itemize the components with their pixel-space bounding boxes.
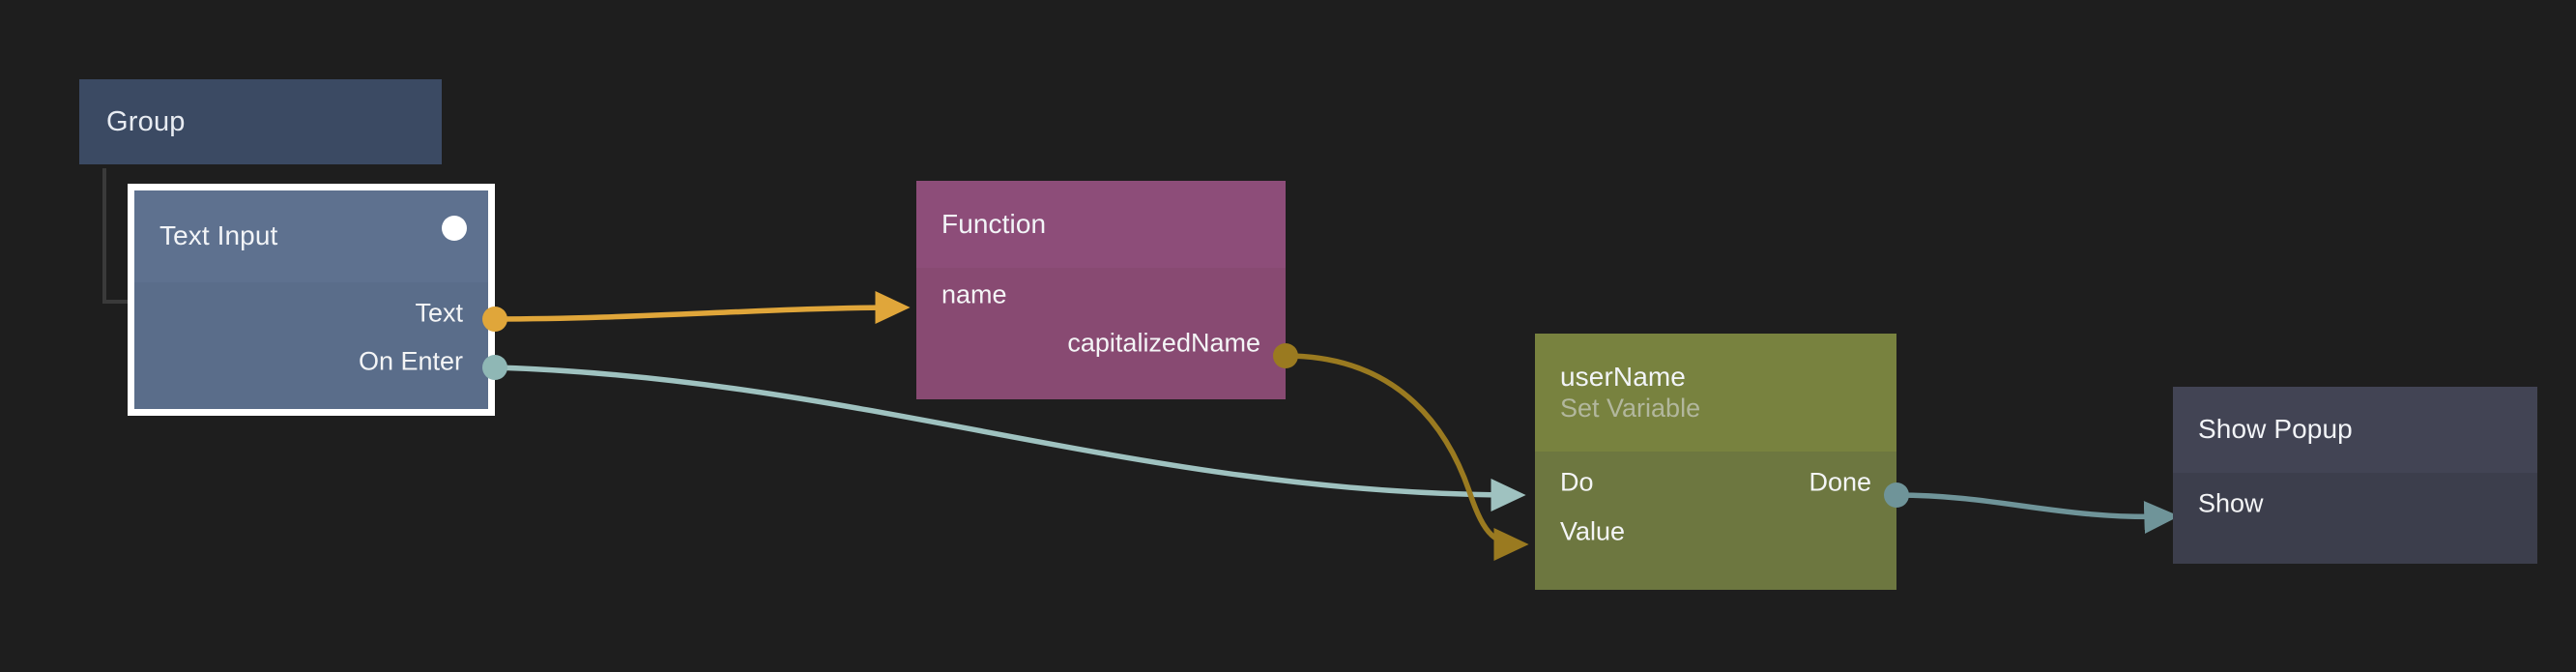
port-dot-done-out[interactable]	[1884, 482, 1909, 508]
node-text-input-header[interactable]: Text Input	[134, 190, 488, 282]
port-label-done: Done	[1809, 467, 1871, 496]
node-set-variable[interactable]: userName Set Variable Do Done Value	[1535, 334, 1896, 590]
node-function-header[interactable]: Function	[916, 181, 1286, 268]
port-label-do: Do	[1560, 467, 1594, 496]
node-set-variable-body: Do Done Value	[1535, 452, 1896, 590]
node-function[interactable]: Function name capitalizedName	[916, 181, 1286, 399]
port-label-name: name	[941, 279, 1007, 308]
group-title: Group	[106, 105, 186, 137]
node-set-variable-subtitle: Set Variable	[1560, 393, 1701, 423]
connection-capitalizedname-to-value[interactable]	[1285, 353, 1529, 562]
node-show-popup-title: Show Popup	[2198, 414, 2353, 445]
port-label-capitalizedname: capitalizedName	[1067, 328, 1260, 357]
node-set-variable-title: userName	[1560, 362, 1686, 393]
node-text-input-body: Text On Enter	[134, 282, 488, 409]
port-label-value: Value	[1560, 516, 1626, 545]
connection-done-to-show[interactable]	[1896, 492, 2180, 535]
status-dot-icon	[442, 216, 467, 241]
node-set-variable-header[interactable]: userName Set Variable	[1535, 334, 1896, 452]
port-label-on-enter: On Enter	[358, 346, 463, 375]
node-show-popup-body: Show	[2173, 473, 2537, 564]
connection-text-to-name[interactable]	[494, 290, 911, 325]
port-dot-text-out[interactable]	[482, 307, 507, 332]
node-show-popup-header[interactable]: Show Popup	[2173, 387, 2537, 473]
port-dot-capitalizedname-out[interactable]	[1273, 343, 1298, 368]
port-dot-on-enter-out[interactable]	[482, 355, 507, 380]
node-function-title: Function	[941, 208, 1047, 239]
node-text-input[interactable]: Text Input Text On Enter	[128, 184, 495, 416]
group-header[interactable]: Group	[79, 79, 442, 164]
node-function-body: name capitalizedName	[916, 268, 1286, 399]
port-label-show: Show	[2198, 488, 2264, 517]
node-show-popup[interactable]: Show Popup Show	[2173, 387, 2537, 564]
node-text-input-title: Text Input	[159, 220, 278, 251]
port-label-text: Text	[415, 298, 463, 327]
